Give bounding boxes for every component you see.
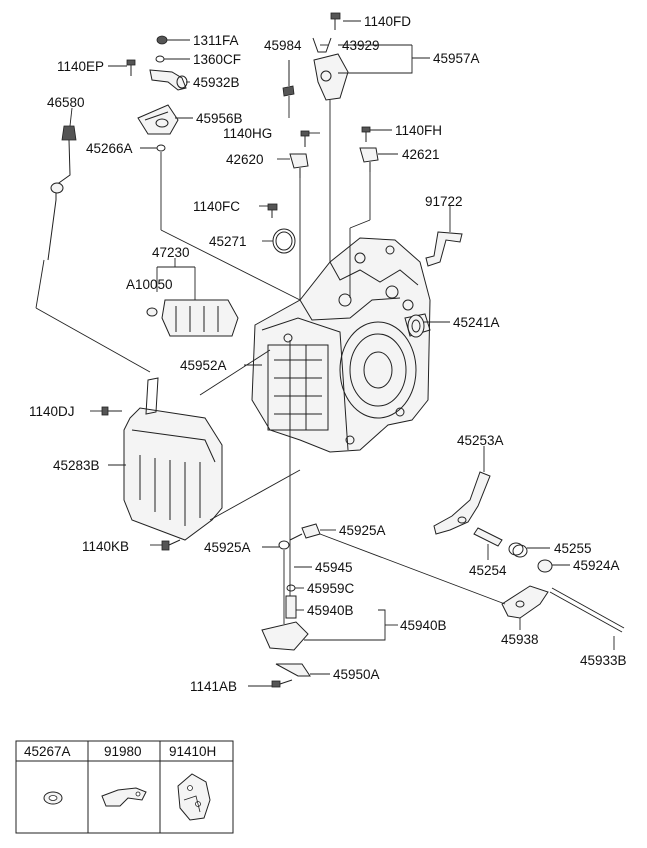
legend-header-1: 45267A	[24, 744, 71, 759]
oil-pan-45283B	[123, 377, 223, 541]
pin-45254	[473, 527, 503, 547]
label-1140FH: 1140FH	[395, 123, 442, 138]
bolt-1140HG	[300, 130, 310, 147]
label-1140FD: 1140FD	[364, 14, 411, 29]
label-1140HG: 1140HG	[223, 126, 272, 141]
label-1140DJ: 1140DJ	[29, 404, 75, 419]
oring-45959C	[286, 584, 296, 592]
label-1140FC: 1140FC	[193, 199, 240, 214]
label-45952A: 45952A	[180, 358, 227, 373]
shift-lever-45253A	[433, 471, 491, 535]
legend-table: 45267A 91980 91410H	[15, 740, 234, 834]
lever-45950A	[275, 663, 311, 677]
label-1360CF: 1360CF	[193, 52, 241, 67]
speed-sensor-42620	[289, 153, 309, 178]
bolt-45984	[282, 60, 295, 97]
label-45938: 45938	[501, 632, 539, 647]
label-45254: 45254	[469, 563, 507, 578]
label-45957A: 45957A	[433, 51, 480, 66]
label-45950A: 45950A	[333, 667, 380, 682]
transaxle-case	[251, 237, 431, 453]
label-45271: 45271	[209, 234, 247, 249]
washer-icon	[43, 791, 63, 805]
label-42621: 42621	[402, 147, 440, 162]
label-45959C: 45959C	[307, 581, 355, 596]
label-91722: 91722	[425, 194, 463, 209]
leader-lines	[35, 20, 615, 687]
bolt-1140EP	[126, 59, 136, 76]
bolt-1140FC	[267, 203, 278, 218]
bolt-1140FD	[330, 12, 341, 30]
oring-45271	[272, 228, 296, 254]
shaft-45933B	[549, 587, 625, 633]
label-45253A: 45253A	[457, 433, 504, 448]
bolt-1141AB	[271, 679, 293, 688]
label-1311FA: 1311FA	[193, 33, 239, 48]
lever-45938	[501, 585, 549, 619]
connector-45925A	[278, 523, 321, 550]
bracket-icon	[101, 787, 147, 807]
legend-header-2: 91980	[104, 744, 142, 759]
oil-filter-47230	[146, 299, 239, 337]
label-45925A-left: 45925A	[204, 540, 251, 555]
legend-header-3: 91410H	[169, 744, 216, 759]
label-45984: 45984	[264, 38, 302, 53]
label-45241A: 45241A	[453, 315, 500, 330]
label-45940B-inner: 45940B	[307, 603, 354, 618]
label-45924A: 45924A	[573, 558, 620, 573]
bolt-1140KB	[161, 539, 181, 551]
gasket-plate-icon	[177, 773, 211, 821]
speed-sensor-42621	[359, 147, 379, 172]
oring-45266A	[156, 144, 166, 152]
label-45283B: 45283B	[53, 458, 100, 473]
label-45925A-right: 45925A	[339, 523, 386, 538]
label-A10050: A10050	[126, 277, 173, 292]
label-46580: 46580	[47, 95, 85, 110]
spring-45255	[508, 542, 528, 558]
detent-45940B	[261, 595, 309, 651]
part-labels: 1311FA 1140FD 1360CF 45984 43929 1140EP …	[29, 14, 627, 694]
dipstick-46580	[47, 125, 77, 261]
label-45932B: 45932B	[193, 75, 240, 90]
label-43929: 43929	[342, 38, 380, 53]
inhibitor-switch-45956B	[137, 104, 179, 135]
washer-1360CF	[155, 55, 165, 63]
label-1141AB: 1141AB	[190, 679, 237, 694]
label-1140EP: 1140EP	[57, 59, 104, 74]
label-45255: 45255	[554, 541, 592, 556]
bracket-91722	[425, 231, 463, 267]
lever-45932B	[149, 69, 188, 91]
label-45956B: 45956B	[196, 111, 243, 126]
bushing-45924A	[537, 559, 553, 573]
bolt-1140DJ	[101, 406, 122, 416]
clip-43929	[312, 37, 332, 53]
oil-seal-45241A	[407, 314, 425, 338]
nut-1311FA	[156, 35, 168, 45]
label-45940B-outer: 45940B	[400, 618, 447, 633]
label-1140KB: 1140KB	[82, 539, 129, 554]
label-45933B: 45933B	[580, 653, 627, 668]
label-45945: 45945	[315, 560, 353, 575]
label-42620: 42620	[226, 152, 264, 167]
bracket-45957A	[313, 53, 349, 101]
label-45266A: 45266A	[86, 141, 133, 156]
label-47230: 47230	[152, 245, 190, 260]
bolt-1140FH	[361, 126, 371, 142]
